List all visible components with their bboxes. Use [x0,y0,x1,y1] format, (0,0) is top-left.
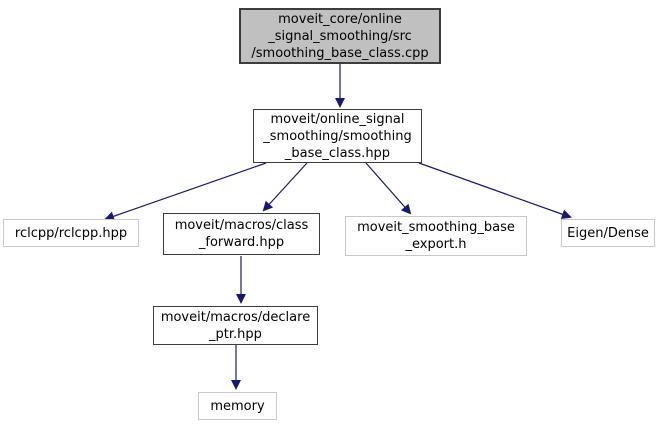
node-label-line: moveit/macros/declare [160,309,311,325]
node-label-line: Eigen/Dense [567,225,649,241]
edge-hpp-to-export [365,162,412,215]
graph-node-class-forward-hpp[interactable]: moveit/macros/class _forward.hpp [163,213,320,255]
node-label-line: /smoothing_base_class.cpp [251,45,429,61]
node-label-line: _signal_smoothing/src [268,28,412,44]
node-label-line: _ptr.hpp [209,326,262,342]
node-label-line: _smoothing/smoothing [263,128,412,144]
node-label-line: memory [210,398,265,414]
graph-node-declare-ptr-hpp[interactable]: moveit/macros/declare _ptr.hpp [153,306,318,345]
node-label-line: _forward.hpp [198,235,285,250]
graph-node-moveit-smoothing-base-export-h: moveit_smoothing_base _export.h [345,216,527,256]
graph-node-smoothing-base-class-cpp: moveit_core/online _signal_smoothing/src… [239,8,441,64]
edge-hpp-to-class-forward [262,162,308,212]
graph-node-rclcpp-hpp: rclcpp/rclcpp.hpp [3,219,139,247]
node-label-line: _export.h [405,237,467,252]
graph-node-memory: memory [198,392,277,420]
edge-hpp-to-eigen [418,162,572,220]
node-label-line: _base_class.hpp [284,145,391,161]
node-label-line: moveit_smoothing_base [357,220,515,235]
node-label-line: moveit/macros/class [174,218,309,233]
node-label-line: rclcpp/rclcpp.hpp [14,225,128,241]
edge-hpp-to-rclcpp [104,162,267,222]
node-label-line: moveit/online_signal [270,111,405,127]
graph-node-eigen-dense: Eigen/Dense [561,219,655,247]
node-label-line: moveit_core/online [278,11,402,27]
graph-node-smoothing-base-class-hpp[interactable]: moveit/online_signal _smoothing/smoothin… [253,109,422,163]
